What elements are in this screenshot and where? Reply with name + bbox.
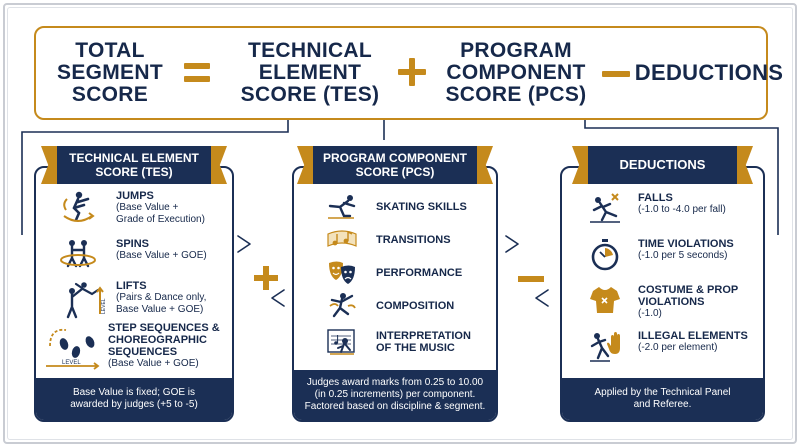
- jumps-subtitle: (Base Value + Grade of Execution): [116, 202, 205, 225]
- plus-sign-icon: [398, 58, 426, 86]
- step-sequences-subtitle: (Base Value + GOE): [108, 358, 199, 369]
- illegal-hand-icon: [590, 332, 620, 362]
- tes-item-jumps: JUMPS (Base Value + Grade of Execution): [58, 190, 231, 226]
- minus-operator-icon: [518, 276, 544, 282]
- pcs-panel-title: PROGRAM COMPONENT SCORE (PCS): [310, 146, 480, 184]
- skater-icon: [328, 195, 356, 219]
- theater-masks-icon: [329, 261, 355, 284]
- spins-title: SPINS: [116, 238, 150, 250]
- tes-footer: Base Value is fixed; GOE is awarded by j…: [36, 378, 232, 420]
- pcs-item-interpretation: INTERPRETATION OF THE MUSIC: [326, 326, 471, 358]
- stopwatch-icon: [591, 239, 619, 271]
- deduction-item-falls: FALLS (-1.0 to -4.0 per fall): [588, 192, 760, 224]
- falls-title: FALLS: [638, 192, 673, 204]
- tes-panel-title: TECHNICAL ELEMENT SCORE (TES): [54, 146, 214, 184]
- minus-sign-icon: [602, 71, 630, 77]
- step-sequences-title: STEP SEQUENCES & CHOREOGRAPHIC SEQUENCES: [108, 322, 220, 358]
- outer-frame-inner: [7, 7, 793, 440]
- tes-item-step-sequences: LEVEL STEP SEQUENCES & CHOREOGRAPHIC SEQ…: [44, 322, 236, 370]
- costume-violations-title: COSTUME & PROP VIOLATIONS: [638, 284, 739, 308]
- spins-subtitle: (Base Value + GOE): [116, 250, 207, 261]
- pcs-footer: Judges award marks from 0.25 to 10.00 (i…: [294, 370, 496, 420]
- costume-violations-subtitle: (-1.0): [638, 308, 662, 319]
- interpretation-label: INTERPRETATION OF THE MUSIC: [376, 330, 471, 354]
- time-violations-title: TIME VIOLATIONS: [638, 238, 734, 250]
- pcs-item-composition: COMPOSITION: [326, 292, 454, 320]
- plus-operator-icon: [254, 266, 278, 290]
- footsteps-icon: LEVEL: [46, 328, 100, 370]
- deduction-item-illegal-elements: ILLEGAL ELEMENTS (-2.0 per element): [588, 330, 760, 364]
- pcs-item-transitions: TRANSITIONS: [326, 228, 451, 252]
- dancer-icon: [329, 293, 356, 318]
- fall-icon: [590, 193, 620, 223]
- illegal-elements-subtitle: (-2.0 per element): [638, 342, 718, 353]
- illegal-elements-title: ILLEGAL ELEMENTS: [638, 330, 748, 342]
- equals-sign-icon: [184, 61, 210, 84]
- outer-frame: [3, 3, 797, 444]
- deduction-item-costume-violations: COSTUME & PROP VIOLATIONS (-1.0): [588, 284, 760, 320]
- deduction-item-time-violations: TIME VIOLATIONS (-1.0 per 5 seconds): [588, 238, 760, 272]
- step-level-label: LEVEL: [62, 360, 81, 366]
- deductions-panel-title: DEDUCTIONS: [585, 146, 740, 184]
- lift-icon: LEVEL: [66, 282, 107, 319]
- performance-label: PERFORMANCE: [376, 267, 463, 279]
- transitions-label: TRANSITIONS: [376, 234, 451, 246]
- tes-item-spins: SPINS (Base Value + GOE): [58, 238, 231, 272]
- equation-bar: TOTAL SEGMENT SCORE TECHNICAL ELEMENT SC…: [34, 26, 783, 120]
- jump-icon: [63, 191, 95, 222]
- skating-skills-label: SKATING SKILLS: [376, 201, 467, 213]
- lift-level-label: LEVEL: [101, 298, 107, 314]
- tes-label: TECHNICAL ELEMENT SCORE (TES): [240, 39, 380, 106]
- lifts-title: LIFTS: [116, 280, 147, 292]
- time-violations-subtitle: (-1.0 per 5 seconds): [638, 250, 728, 261]
- tes-item-lifts: LEVEL LIFTS (Pairs & Dance only, Base Va…: [58, 280, 231, 320]
- pcs-item-skating-skills: SKATING SKILLS: [326, 194, 467, 220]
- pcs-label: PROGRAM COMPONENT SCORE (PCS): [445, 39, 587, 106]
- lifts-subtitle: (Pairs & Dance only, Base Value + GOE): [116, 292, 207, 315]
- total-segment-score-label: TOTAL SEGMENT SCORE: [57, 39, 163, 106]
- falls-subtitle: (-1.0 to -4.0 per fall): [638, 204, 726, 215]
- deductions-footer: Applied by the Technical Panel and Refer…: [562, 378, 763, 420]
- costume-icon: [590, 287, 620, 313]
- composition-label: COMPOSITION: [376, 300, 455, 312]
- spin-icon: [60, 240, 96, 268]
- jumps-title: JUMPS: [116, 190, 154, 202]
- sheet-music-icon: [327, 329, 355, 355]
- music-notes-icon: [327, 230, 357, 247]
- pcs-item-performance: PERFORMANCE: [326, 260, 462, 286]
- deductions-label: DEDUCTIONS: [634, 60, 784, 85]
